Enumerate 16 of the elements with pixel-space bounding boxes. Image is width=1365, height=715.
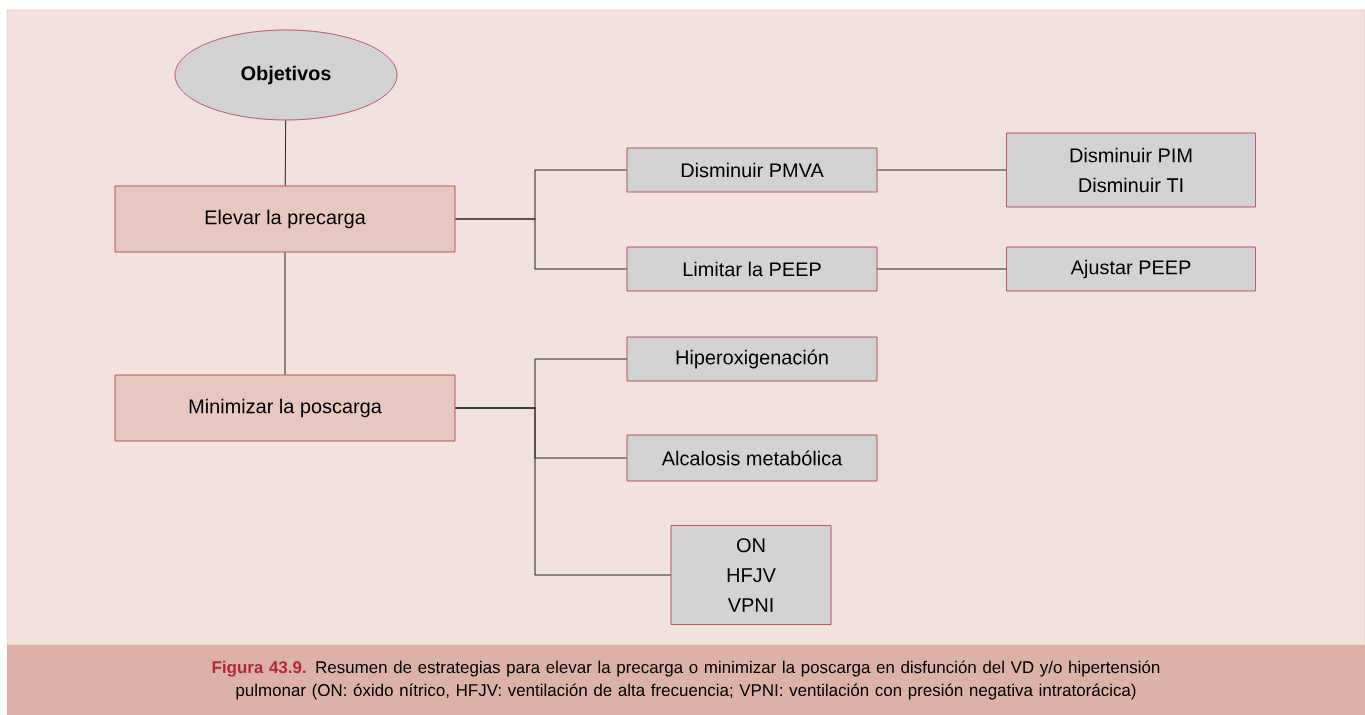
connector-line xyxy=(284,251,286,376)
process-box: Limitar la PEEP xyxy=(626,246,878,292)
connector-line xyxy=(454,407,672,576)
connector-line xyxy=(876,268,1007,270)
process-box: Ajustar PEEP xyxy=(1006,246,1256,292)
process-box: ON HFJV VPNI xyxy=(670,525,832,625)
connector-line xyxy=(284,119,287,187)
process-box: Elevar la precarga xyxy=(114,185,456,253)
process-box: Hiperoxigenación xyxy=(626,336,878,382)
connector-line xyxy=(454,218,628,270)
process-box: Minimizar la poscarga xyxy=(114,374,456,442)
figure-caption: Figura 43.9. Resumen de estrategias para elevar la precarga o minimizar la poscarga en disfunción del VD y/o hipertensión pulmonar (ON: óxido nítrico, HFJV: ventilación de alta frecuencia; VPNI: ventilación con presión negativa intratorácica) xyxy=(212,660,1160,700)
process-box: Disminuir PIM Disminuir TI xyxy=(1006,132,1256,208)
connector-line xyxy=(876,169,1007,171)
process-box: Disminuir PMVA xyxy=(626,147,878,193)
process-box: Alcalosis metabólica xyxy=(626,434,878,482)
